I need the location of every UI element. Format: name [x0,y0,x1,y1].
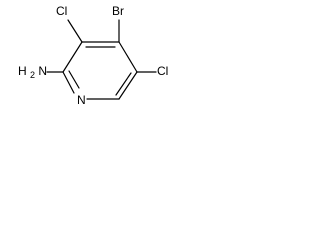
bond-c2-c3 [62,41,83,73]
bond-c5-c6 [118,71,138,100]
bond-c5-c6-double [115,72,132,96]
atom-labels: Br Cl Cl N H 2 N [18,4,168,107]
bond-c3-cl [67,19,83,43]
chlorine-right-label: Cl [157,64,168,78]
bond-n-c2 [62,71,75,94]
chlorine-left-label: Cl [56,4,67,18]
ring-nitrogen-label: N [77,93,86,107]
bromine-label: Br [112,4,124,18]
substituent-bonds [46,19,157,73]
amine-hydrogen-label: H [18,64,27,78]
amine-subscript-label: 2 [30,70,35,80]
amine-label: H 2 N [18,64,47,82]
chemical-structure-diagram: Br Cl Cl N H 2 N [18,4,168,107]
bond-n-c2-double [68,70,80,89]
amine-nitrogen-label: N [38,64,47,78]
bond-c4-c5 [118,41,138,73]
ring-bonds [62,41,138,100]
